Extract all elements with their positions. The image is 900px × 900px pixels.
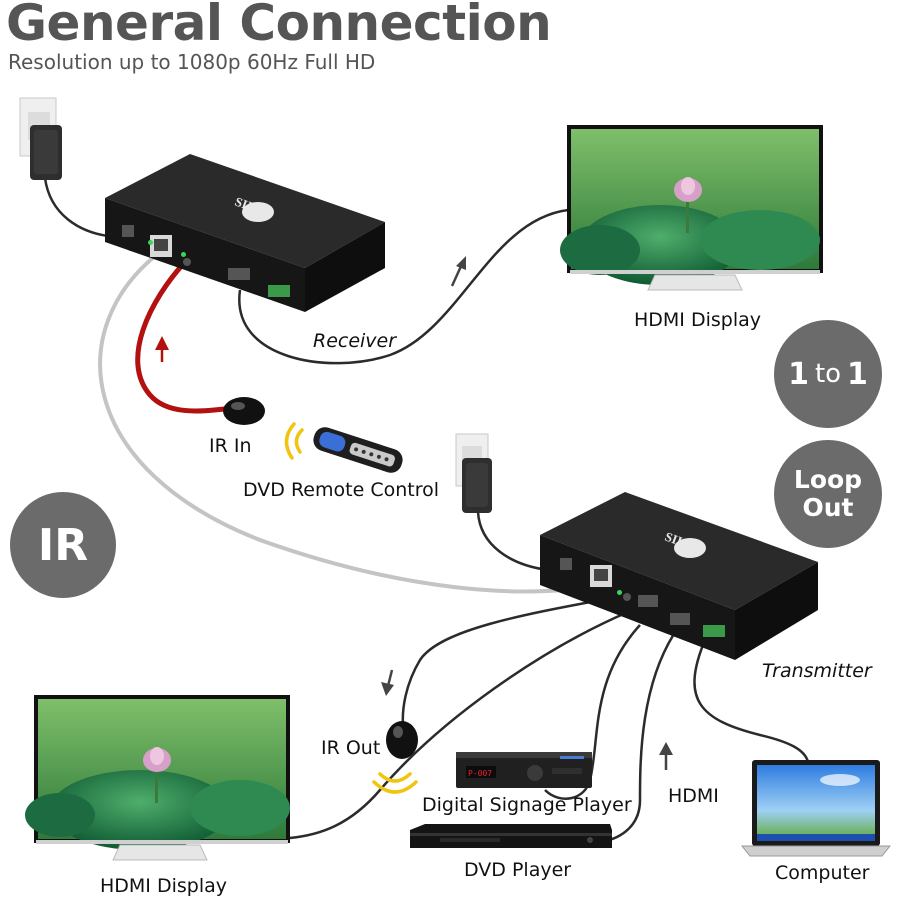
receiver-device bbox=[105, 154, 385, 312]
transmitter-status-led bbox=[617, 590, 622, 595]
top-hdmi-display bbox=[560, 125, 823, 291]
arrow-down-icon bbox=[381, 669, 394, 696]
one-to-one-to: to bbox=[814, 359, 842, 389]
receiver-hdmi-cable bbox=[238, 208, 569, 365]
hdmi-display-bottom-label: HDMI Display bbox=[100, 875, 227, 897]
ir-out-emitter bbox=[386, 721, 418, 759]
ir-arrow-up-icon bbox=[155, 336, 169, 362]
ir-signal-icon bbox=[372, 772, 418, 794]
hdmi-arrow-up-icon bbox=[659, 742, 673, 770]
cat-cable bbox=[98, 250, 601, 594]
hdmi-cable-label: HDMI bbox=[668, 785, 719, 807]
transmitter-label: Transmitter bbox=[762, 660, 872, 682]
page-title: General Connection bbox=[6, 0, 552, 52]
digital-signage-player bbox=[456, 752, 592, 788]
transmitter-power-plug-icon bbox=[455, 433, 492, 513]
dvd-remote-label: DVD Remote Control bbox=[243, 479, 439, 501]
transmitter-power-cable bbox=[476, 511, 549, 572]
receiver-power-plug-icon bbox=[19, 97, 62, 180]
ir-in-cable bbox=[135, 260, 236, 414]
digital-signage-label: Digital Signage Player bbox=[422, 794, 632, 816]
page-subtitle: Resolution up to 1080p 60Hz Full HD bbox=[8, 50, 376, 74]
ir-in-receiver bbox=[223, 397, 265, 425]
computer-cable bbox=[693, 639, 810, 763]
player-hdmi-cable-1 bbox=[544, 624, 641, 800]
signage-display-text: P-007 bbox=[468, 769, 492, 778]
ir-badge: IR bbox=[10, 492, 116, 598]
arrow-up-icon bbox=[450, 256, 466, 287]
laptop-icon bbox=[740, 760, 892, 857]
one-to-one-first: 1 bbox=[788, 356, 809, 392]
dvd-player-label: DVD Player bbox=[464, 859, 572, 881]
dvd-player bbox=[410, 824, 612, 848]
remote-control-icon bbox=[313, 427, 403, 473]
ir-in-label: IR In bbox=[209, 435, 252, 457]
one-to-one-second: 1 bbox=[847, 356, 868, 392]
hdmi-display-top-label: HDMI Display bbox=[634, 309, 761, 331]
receiver-label: Receiver bbox=[313, 330, 397, 352]
remote-ir-signal-icon bbox=[284, 422, 304, 460]
computer-label: Computer bbox=[775, 862, 870, 884]
player-hdmi-cable-2 bbox=[599, 624, 682, 844]
bottom-hdmi-display bbox=[25, 695, 290, 861]
ir-out-label: IR Out bbox=[321, 737, 381, 759]
ir-out-cable bbox=[401, 596, 613, 726]
transmitter-device bbox=[540, 492, 818, 660]
receiver-ir-led bbox=[181, 252, 186, 257]
receiver-power-cable bbox=[43, 177, 109, 238]
receiver-status-led bbox=[148, 240, 153, 245]
loop-out-line-1: Loop bbox=[793, 465, 863, 494]
one-to-one-badge: 1 to 1 bbox=[774, 320, 882, 428]
loop-out-badge: Loop Out bbox=[774, 440, 882, 548]
loop-out-cable bbox=[289, 610, 629, 840]
loop-out-line-2: Out bbox=[802, 493, 854, 522]
